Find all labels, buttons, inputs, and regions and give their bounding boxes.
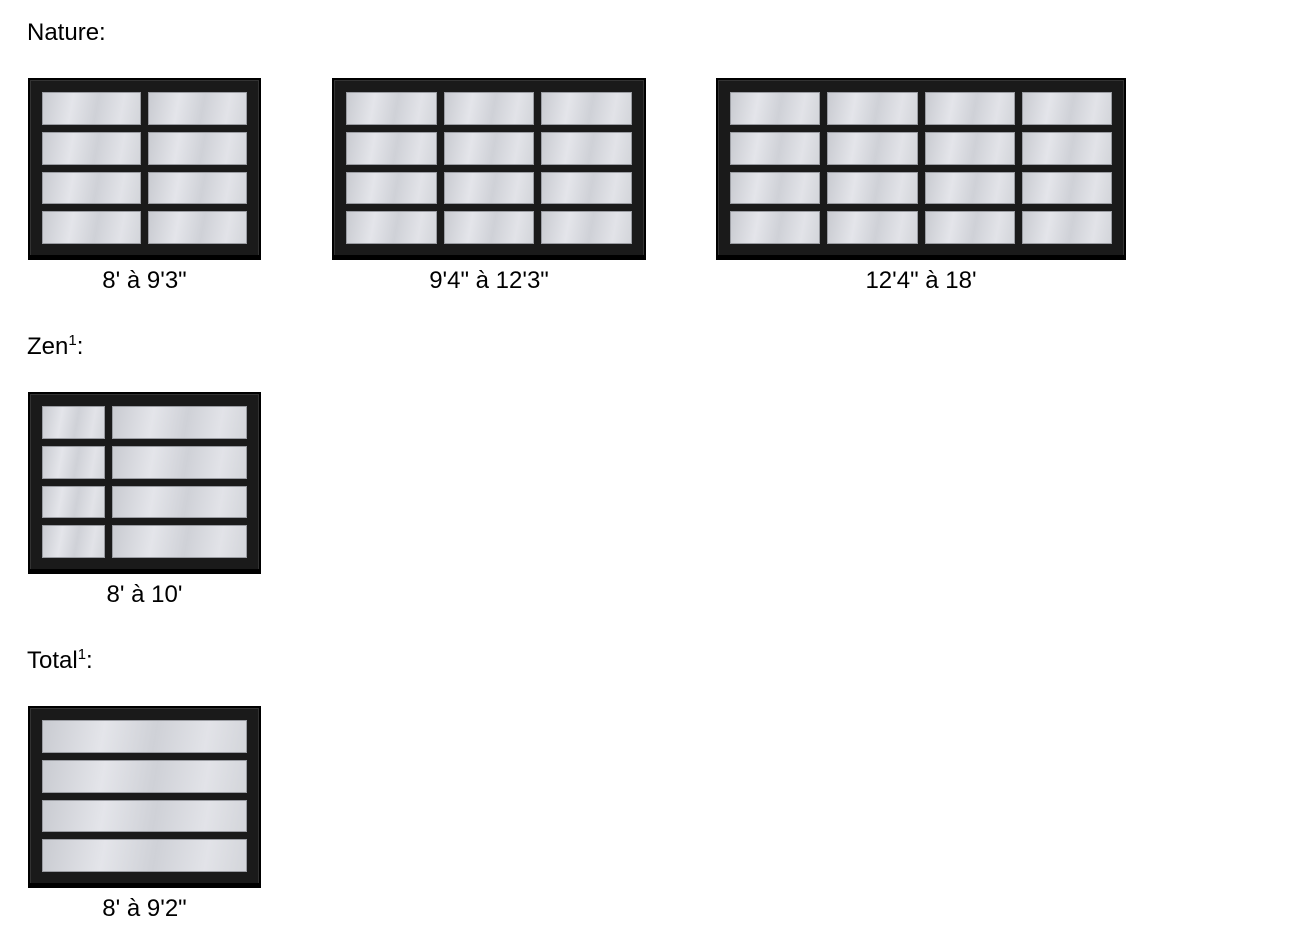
glass-pane xyxy=(827,92,918,125)
glass-pane xyxy=(112,445,247,479)
glass-pane xyxy=(42,485,106,519)
glass-pane xyxy=(42,92,141,125)
section-heading-nature: Nature: xyxy=(27,19,106,46)
glass-pane xyxy=(827,131,918,165)
glass-pane xyxy=(346,211,437,244)
glass-pane xyxy=(541,92,632,125)
footnote-marker: 1 xyxy=(68,332,77,349)
glass-pane xyxy=(148,131,247,165)
glass-pane xyxy=(112,406,247,439)
glass-pane xyxy=(1021,211,1112,244)
glass-pane xyxy=(1021,131,1112,165)
glass-pane xyxy=(730,211,821,244)
glass-pane xyxy=(1021,171,1112,205)
glass-pane xyxy=(346,92,437,125)
glass-pane xyxy=(924,92,1015,125)
glass-pane xyxy=(42,839,247,872)
glass-pane xyxy=(112,525,247,558)
section-label: Zen xyxy=(27,333,69,360)
glass-pane xyxy=(346,171,437,205)
glass-pane xyxy=(730,131,821,165)
glass-pane xyxy=(827,211,918,244)
glass-pane xyxy=(541,211,632,244)
section-label: Nature xyxy=(27,19,100,46)
size-caption: 8' à 9'3" xyxy=(102,267,187,294)
glass-pane xyxy=(443,131,535,165)
garage-door-image-total xyxy=(28,706,261,888)
glass-pane xyxy=(42,211,141,244)
size-caption: 12'4" à 18' xyxy=(865,267,977,294)
glass-pane xyxy=(924,131,1015,165)
glass-pane xyxy=(42,525,106,558)
glass-pane xyxy=(730,171,821,205)
glass-pane xyxy=(148,171,247,205)
glass-pane xyxy=(827,171,918,205)
glass-pane xyxy=(42,171,141,205)
glass-pane xyxy=(148,211,247,244)
glass-pane xyxy=(112,485,247,519)
glass-pane xyxy=(42,799,247,833)
door-bottom-rail xyxy=(30,255,259,258)
glass-pane xyxy=(42,445,106,479)
door-bottom-rail xyxy=(334,255,644,258)
glass-pane xyxy=(541,131,632,165)
garage-door-image-nature-3-columns xyxy=(332,78,646,260)
size-caption: 8' à 10' xyxy=(106,581,183,608)
door-bottom-rail xyxy=(718,255,1124,258)
size-caption: 9'4" à 12'3" xyxy=(429,267,549,294)
glass-pane xyxy=(443,211,535,244)
glass-pane xyxy=(42,720,247,753)
glass-pane xyxy=(42,131,141,165)
glass-pane xyxy=(346,131,437,165)
glass-pane xyxy=(924,211,1015,244)
glass-pane xyxy=(443,171,535,205)
glass-pane xyxy=(443,92,535,125)
glass-pane xyxy=(148,92,247,125)
section-label: Total xyxy=(27,647,78,674)
section-heading-zen: Zen1: xyxy=(27,332,84,360)
garage-door-image-zen xyxy=(28,392,261,574)
glass-pane xyxy=(730,92,821,125)
section-heading-total: Total1: xyxy=(27,646,93,674)
size-caption: 8' à 9'2" xyxy=(102,895,187,922)
door-bottom-rail xyxy=(30,569,259,572)
glass-pane xyxy=(924,171,1015,205)
glass-pane xyxy=(1021,92,1112,125)
glass-pane xyxy=(42,759,247,793)
footnote-marker: 1 xyxy=(77,646,87,663)
garage-door-image-nature-2-columns xyxy=(28,78,261,260)
door-bottom-rail xyxy=(30,883,259,886)
glass-pane xyxy=(541,171,632,205)
garage-door-image-nature-4-columns xyxy=(716,78,1126,260)
glass-pane xyxy=(42,406,106,439)
